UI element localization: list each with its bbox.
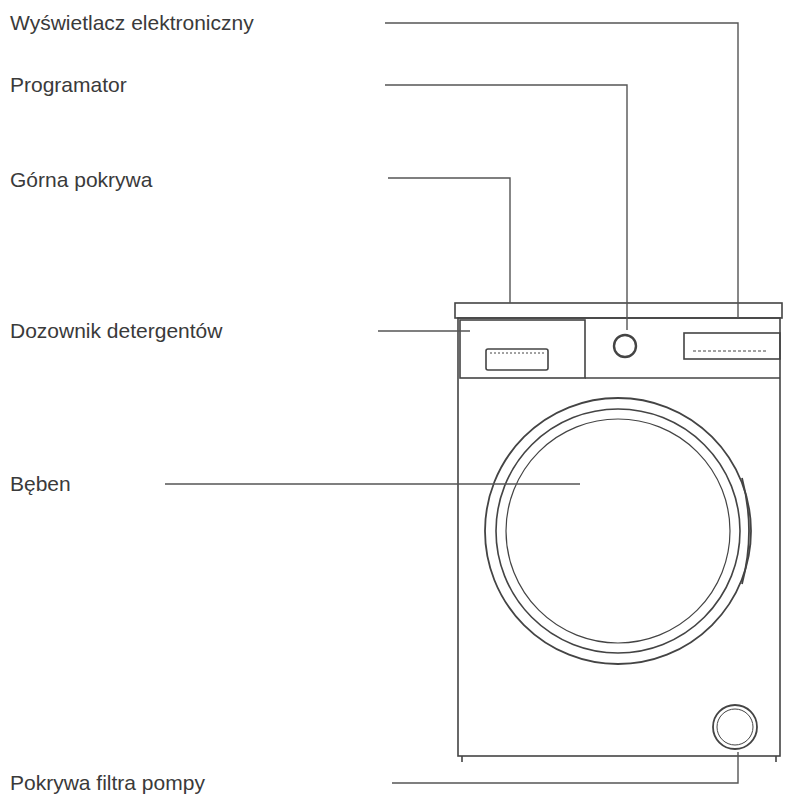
door-outer-ring [485, 398, 751, 664]
part-label: Górna pokrywa [10, 167, 152, 192]
leader-line [378, 330, 470, 331]
leader-line [385, 85, 627, 330]
part-label: Programator [10, 72, 127, 97]
part-label: Pokrywa filtra pompy [10, 770, 205, 795]
display-panel [684, 333, 780, 359]
part-label: Dozownik detergentów [10, 318, 222, 343]
panel-edge [585, 377, 780, 379]
door-ring [496, 409, 740, 653]
leader-line [392, 752, 738, 783]
machine-body [458, 318, 780, 756]
top-lid [455, 303, 782, 318]
door-glass [506, 419, 730, 643]
foot [775, 756, 777, 762]
part-label: Wyświetlacz elektroniczny [10, 10, 254, 35]
display-segments [693, 351, 768, 352]
leader-line [165, 483, 580, 484]
handle-grip [490, 353, 544, 354]
leader-line [388, 178, 510, 303]
detergent-drawer [460, 320, 585, 378]
pump-filter-rim [717, 709, 753, 745]
part-label: Bęben [10, 471, 71, 496]
leader-line [385, 23, 738, 318]
drawer-handle [486, 349, 548, 370]
pump-filter-cover [713, 705, 757, 749]
program-knob [614, 335, 636, 357]
door-handle [742, 478, 749, 584]
foot [461, 756, 463, 762]
